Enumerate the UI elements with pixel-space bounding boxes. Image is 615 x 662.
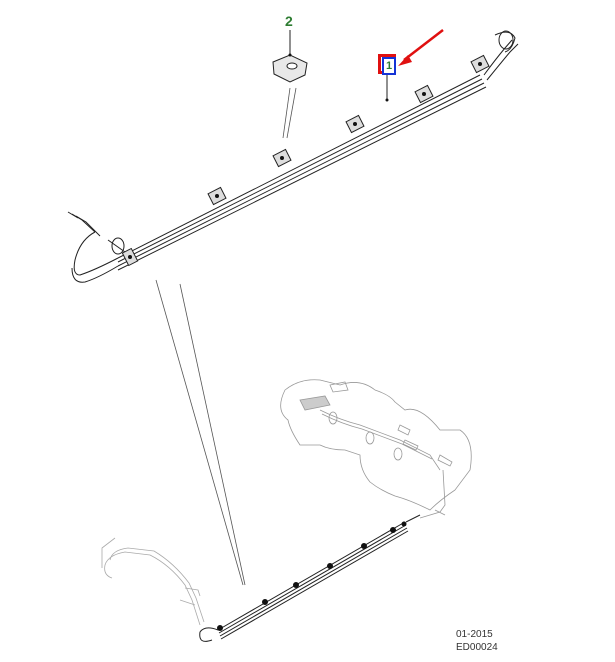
fuel-tank	[280, 379, 472, 519]
date-code: 01-2015	[456, 629, 493, 640]
retaining-clips	[121, 54, 490, 267]
fuel-line-assembly	[67, 30, 519, 283]
illustration-footer: 01-2015 ED00024	[456, 628, 498, 654]
callout-label-1-highlight[interactable]: 1	[378, 54, 396, 75]
callout-label-1: 1	[382, 57, 396, 75]
fuel-line-installed	[199, 514, 421, 642]
callout-label-2: 2	[285, 13, 293, 29]
retaining-clip-detail	[272, 54, 308, 83]
illustration-id: ED00024	[456, 642, 498, 653]
pointer-arrow	[398, 29, 444, 66]
fuel-line-faded	[101, 537, 205, 626]
